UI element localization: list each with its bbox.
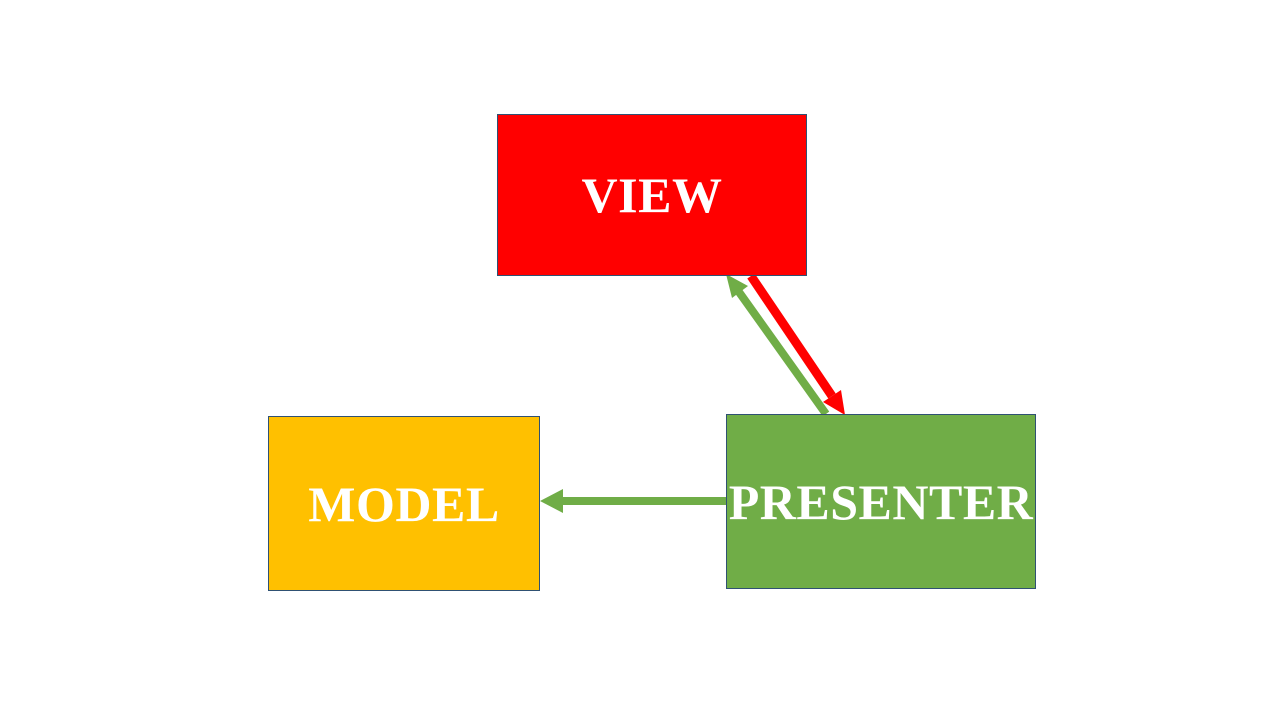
model-box: MODEL <box>268 416 540 591</box>
view-label: VIEW <box>581 167 723 223</box>
presenter-box: PRESENTER <box>726 414 1036 589</box>
arrow-presenter-to-view <box>726 274 830 417</box>
arrow-view-to-presenter <box>747 273 845 415</box>
view-box: VIEW <box>497 114 807 276</box>
presenter-label: PRESENTER <box>728 473 1034 530</box>
arrow-presenter-to-model <box>540 489 726 513</box>
model-label: MODEL <box>308 475 500 532</box>
